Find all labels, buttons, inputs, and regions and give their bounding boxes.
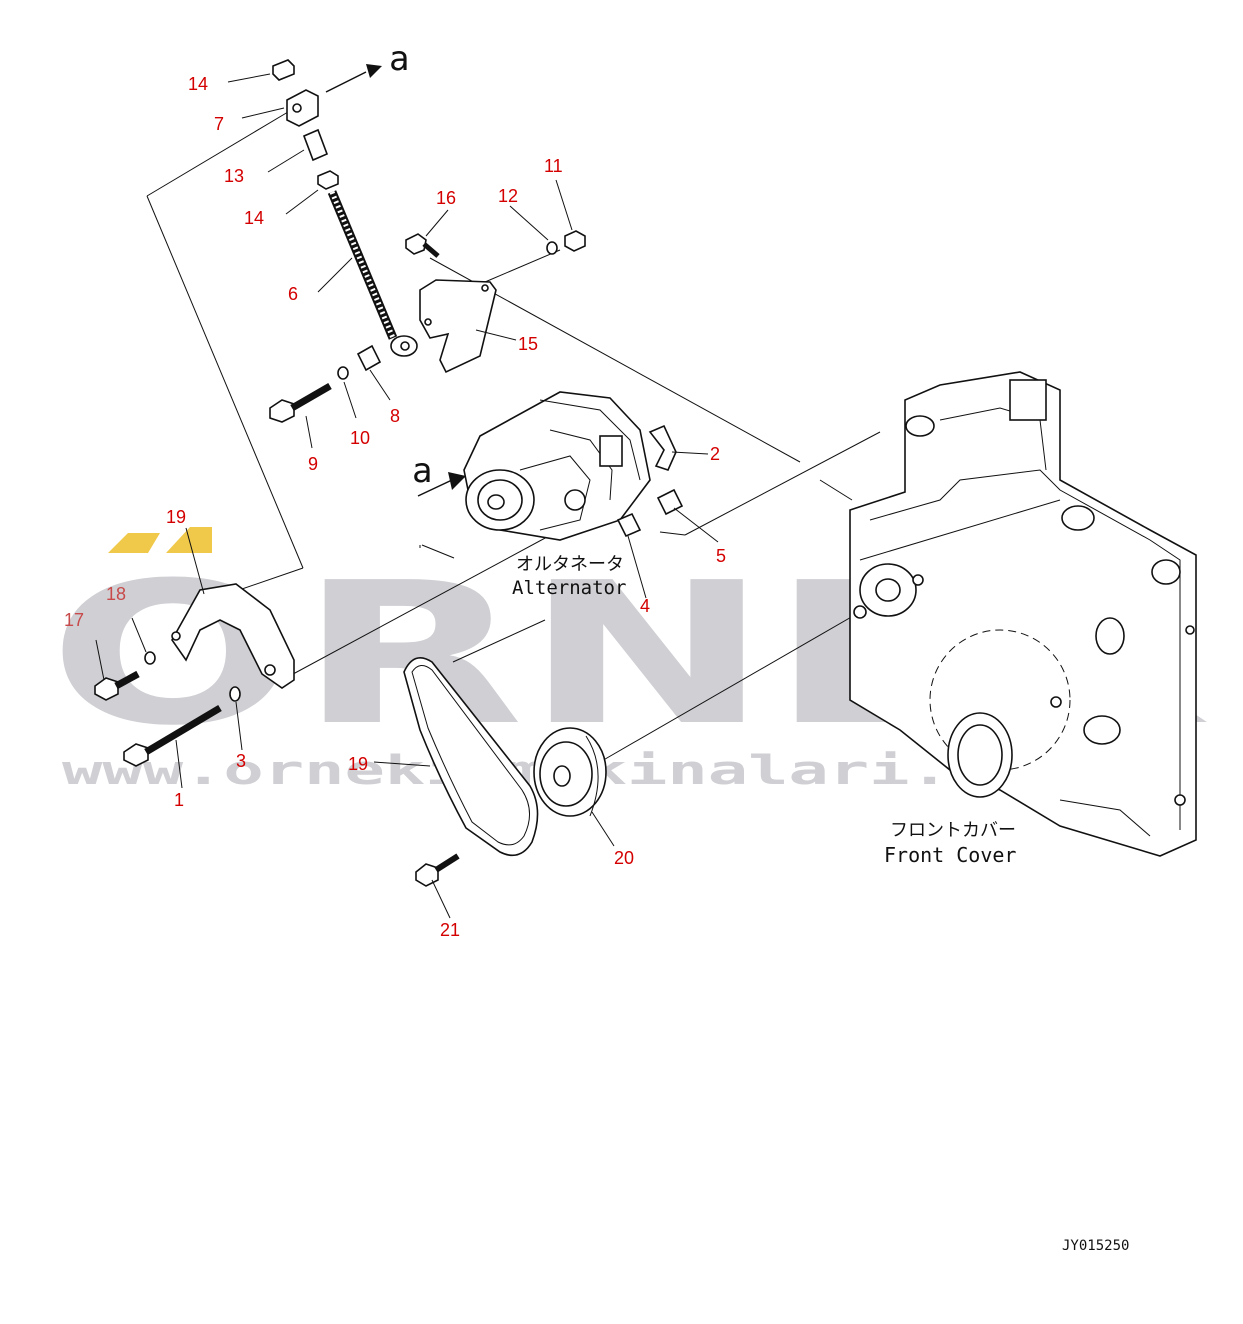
bolt-16 [405, 233, 427, 255]
callout-2: 2 [710, 444, 720, 464]
bushing-5 [656, 488, 684, 516]
washer-12 [546, 241, 558, 255]
callout-18: 18 [106, 584, 126, 604]
alternator-label-jp: オルタネータ [516, 554, 624, 575]
bracket-assembly [405, 230, 586, 374]
callout-7: 7 [214, 114, 224, 134]
nut-11 [564, 230, 586, 252]
bolt-9 [269, 399, 295, 423]
callout-12: 12 [498, 186, 518, 206]
callout-1: 1 [174, 790, 184, 810]
washer-10 [337, 366, 349, 380]
arrow-label-side: a [412, 451, 432, 491]
arrow-label-top: a [389, 39, 409, 79]
adjuster-assembly: a [272, 39, 418, 357]
callout-14b: 14 [244, 208, 264, 228]
callout-22: 21 [440, 920, 460, 940]
callout-3: 3 [236, 751, 246, 771]
watermark-accent-left [108, 533, 160, 553]
callout-leaders [95, 73, 719, 919]
callout-20: 19 [348, 754, 368, 774]
threaded-rod [327, 190, 398, 340]
washer-3 [229, 686, 241, 702]
callout-17: 17 [64, 610, 84, 630]
front-cover-label-jp: フロントカバー [890, 820, 1016, 841]
callout-14a: 14 [188, 74, 208, 94]
spacer-sleeve [302, 128, 329, 162]
callout-13: 13 [224, 166, 244, 186]
pivot-hardware [269, 344, 382, 423]
callout-9: 9 [308, 454, 318, 474]
drawing-code: JY015250 [1062, 1238, 1129, 1254]
bolt-17 [94, 677, 119, 701]
front-cover: フロントカバー Front Cover [849, 371, 1197, 867]
callouts: 14 7 13 14 6 16 12 11 15 8 10 9 2 5 4 19… [64, 74, 726, 940]
clip-2 [648, 424, 677, 471]
belt-guard [171, 583, 295, 689]
callout-6: 6 [288, 284, 298, 304]
v-belt [403, 656, 539, 857]
callout-11: 11 [544, 156, 563, 176]
callout-4: 4 [640, 596, 650, 616]
alternator-label-en: Alternator [512, 577, 626, 599]
belt-pulley-assembly [403, 656, 607, 887]
callout-10: 10 [350, 428, 370, 448]
adjuster-block [286, 89, 319, 127]
bushing-4 [616, 512, 642, 538]
callout-19: 19 [166, 507, 186, 527]
nut-lower [317, 170, 339, 190]
callout-15: 15 [518, 334, 538, 354]
belt-guard-assembly [94, 583, 295, 767]
washer-18 [144, 651, 156, 665]
front-cover-label-en: Front Cover [884, 843, 1016, 867]
alternator: a オルタネータ Alternator [412, 391, 684, 599]
bracket [419, 279, 497, 374]
callout-21: 20 [614, 848, 634, 868]
callout-8: 8 [390, 406, 400, 426]
callout-16: 16 [436, 188, 456, 208]
callout-5: 5 [716, 546, 726, 566]
nut-top [272, 59, 295, 81]
bolt-1 [123, 743, 149, 767]
bushing-8 [356, 344, 382, 372]
